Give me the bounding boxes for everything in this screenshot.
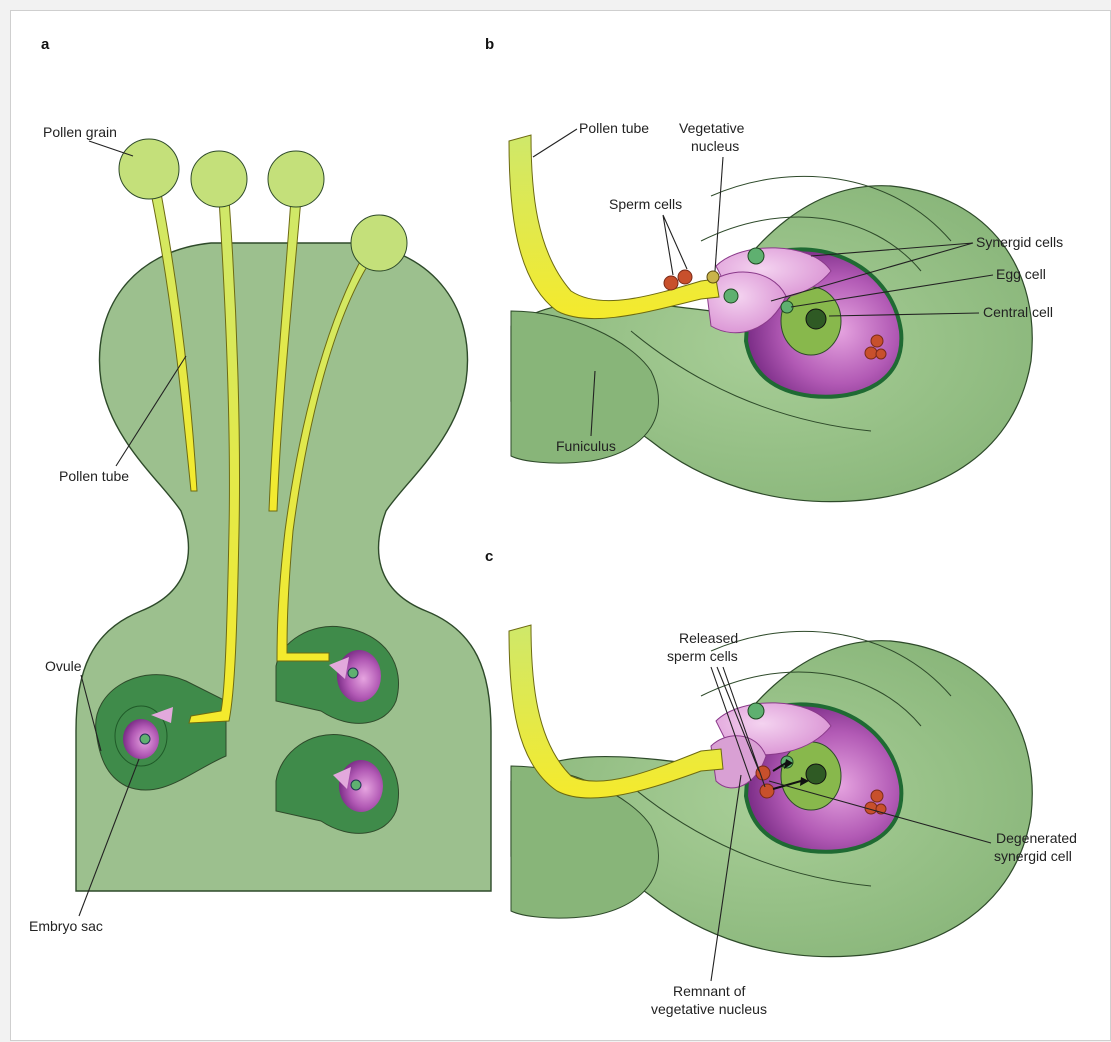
label-pollen-tube-b: Pollen tube <box>579 120 649 136</box>
label-egg-cell: Egg cell <box>996 266 1046 282</box>
label-released-2: sperm cells <box>667 648 738 664</box>
label-remnant-2: vegetative nucleus <box>651 1001 767 1017</box>
pollen-tube-b <box>509 135 719 319</box>
label-released-1: Released <box>679 630 738 646</box>
label-vegetative-1: Vegetative <box>679 120 745 136</box>
label-degenerated-1: Degenerated <box>996 830 1077 846</box>
figure-panel: a Pollen grain Pollen tube Ovu <box>10 10 1111 1041</box>
label-ovule: Ovule <box>45 658 82 674</box>
panel-b-letter: b <box>485 36 494 53</box>
label-central-cell: Central cell <box>983 304 1053 320</box>
label-vegetative-2: nucleus <box>691 138 739 154</box>
label-sperm-cells: Sperm cells <box>609 196 682 212</box>
pollination-diagram: a Pollen grain Pollen tube Ovu <box>11 11 1111 1042</box>
label-funiculus: Funiculus <box>556 438 616 454</box>
label-pollen-grain: Pollen grain <box>43 124 117 140</box>
label-remnant-1: Remnant of <box>673 983 745 999</box>
panel-c-letter: c <box>485 548 493 565</box>
panel-a-letter: a <box>41 36 50 53</box>
label-pollen-tube-a: Pollen tube <box>59 468 129 484</box>
label-degenerated-2: synergid cell <box>994 848 1072 864</box>
label-embryo-sac: Embryo sac <box>29 918 103 934</box>
label-synergid-cells: Synergid cells <box>976 234 1063 250</box>
